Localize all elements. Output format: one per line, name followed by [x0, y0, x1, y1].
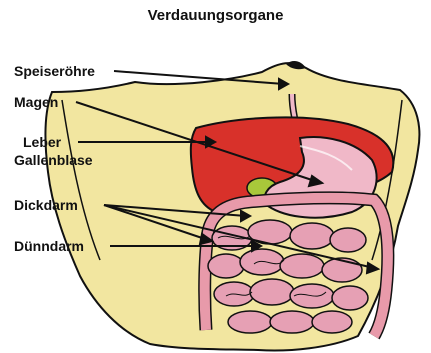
label-speiseroehre: Speiseröhre	[14, 63, 95, 80]
label-dickdarm: Dickdarm	[14, 197, 78, 214]
diagram-title: Verdauungsorgane	[0, 7, 431, 24]
label-magen: Magen	[14, 94, 58, 111]
label-duenndarm: Dünndarm	[14, 238, 84, 255]
label-leber: Leber	[23, 134, 61, 151]
label-gallenblase: Gallenblase	[14, 152, 93, 169]
